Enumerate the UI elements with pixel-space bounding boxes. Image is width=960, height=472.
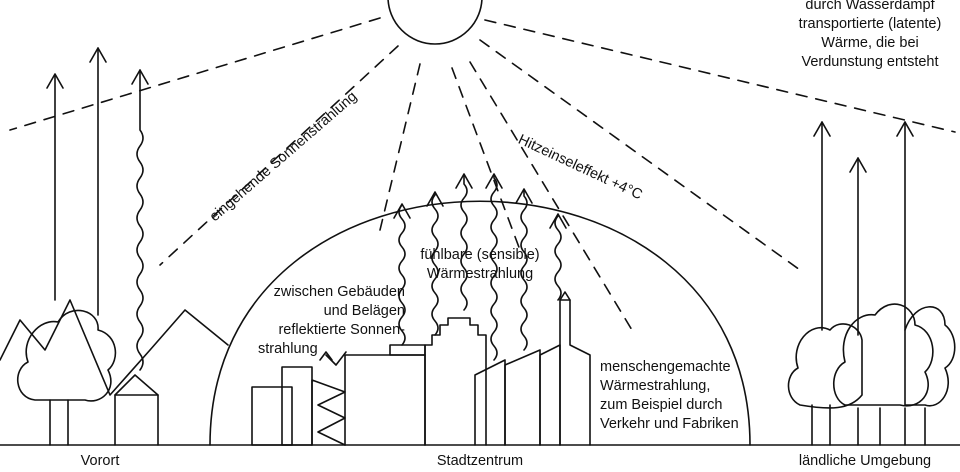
sun-icon	[387, 0, 483, 45]
sun-ray-center	[451, 67, 521, 251]
sun-ray-left-far	[9, 17, 381, 131]
mountain-left	[0, 299, 229, 396]
latent-heat-label: durch Wasserdampf transportierte (latent…	[798, 0, 942, 70]
rural-trees-icon	[787, 303, 956, 446]
suburb-wavy-arrow	[136, 69, 144, 371]
anthropogenic-label: menschengemachte Wärmestrahlung, zum Bei…	[600, 359, 739, 432]
sun-ray-right	[479, 39, 801, 271]
house-icon	[114, 374, 159, 446]
suburb-label: Vorort	[80, 453, 120, 469]
sensible-heat-label: fühlbare (sensible) Wärmestrahlung	[420, 247, 540, 282]
sun-ray-right-inner	[469, 61, 636, 336]
heat-island-dome	[209, 200, 751, 446]
reflected-arrow	[319, 351, 347, 366]
rural-label: ländliche Umgebung	[798, 453, 932, 469]
suburb-arrows	[46, 47, 149, 371]
sun-ray-left	[159, 45, 399, 266]
sun-ray-left-inner	[379, 63, 421, 231]
tree-left-icon	[16, 309, 117, 446]
sun-ray-right-far	[484, 19, 956, 133]
reflected-label: zwischen Gebäuden und Belägen reflektier…	[258, 284, 405, 357]
city-center-label: Stadtzentrum	[436, 453, 524, 469]
sensible-heat-arrows	[393, 173, 567, 361]
rural-arrows	[813, 121, 914, 336]
sun-rays	[9, 17, 956, 336]
city-buildings	[251, 291, 591, 446]
